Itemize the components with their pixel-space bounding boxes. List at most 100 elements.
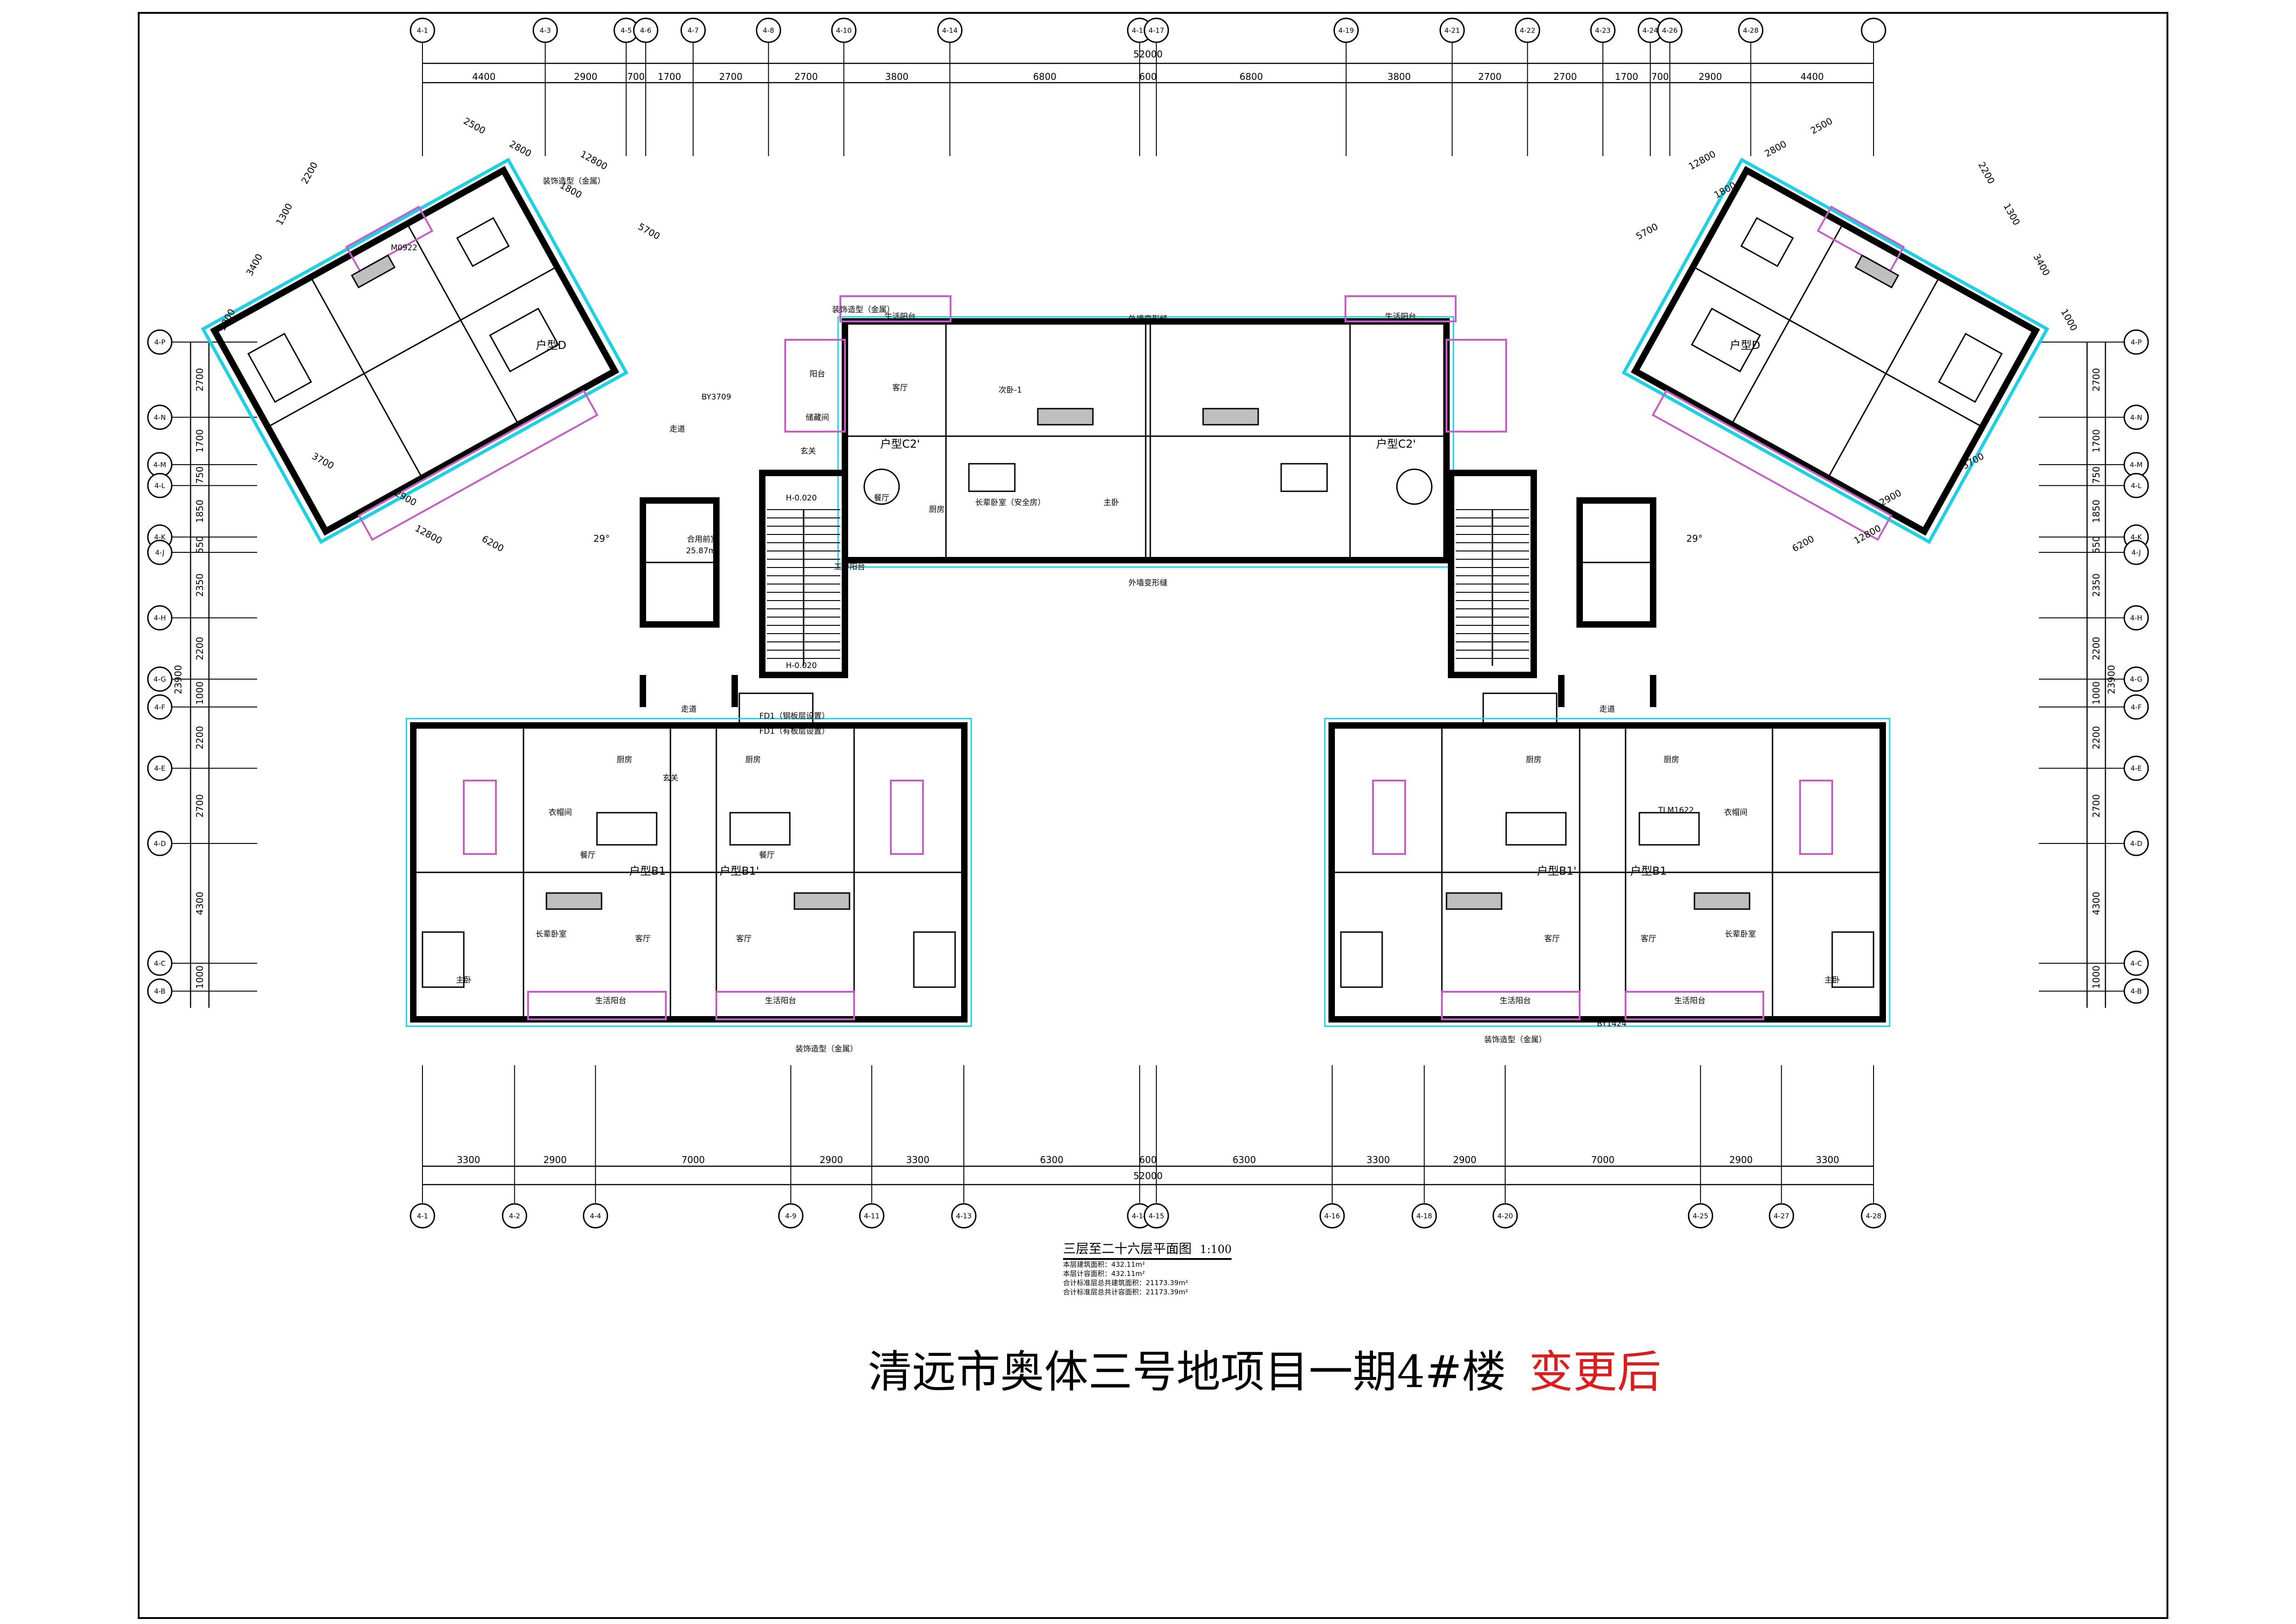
unit-label-d-right: 户型D (1730, 339, 1760, 352)
right-row-dim-label: 4300 (2091, 892, 2102, 915)
right-row-dim-label: 1850 (2091, 500, 2102, 523)
right-row-dim-label: 1000 (2091, 966, 2102, 989)
bottom-axis-bubble (778, 1203, 804, 1229)
top-dim-label: 4400 (472, 71, 495, 82)
door-tag-1: M0922 (391, 243, 417, 253)
room-closet-b1: 衣帽间 (549, 808, 572, 817)
left-row-dim-label: 2700 (194, 794, 205, 818)
room-master-b1r: 主卧 (1824, 976, 1840, 985)
bottom-dim-label: 2900 (1729, 1154, 1753, 1165)
unit-label-b1-d: 户型B1 (1630, 865, 1667, 877)
left-row-bubble-label: 4-C (154, 959, 165, 967)
top-dim-label: 3800 (1387, 71, 1411, 82)
bottom-axis-bubble-label: 4-14 (1132, 1212, 1148, 1220)
lobby-area: 25.87m² (686, 546, 719, 556)
bottom-dim-label: 2900 (820, 1154, 843, 1165)
unit-label-b1-a: 户型B1 (629, 865, 666, 877)
bottom-axis-bubble-label: 4-4 (590, 1212, 602, 1220)
bottom-axis-bubble-label: 4-11 (864, 1212, 879, 1220)
wing-dim-3400-right: 3400 (2031, 252, 2052, 278)
top-axis-bubble (633, 17, 658, 43)
top-axis-bubble (1590, 17, 1616, 43)
wing-dim-2800-left: 2800 (507, 138, 533, 159)
unit-label-b1-c: 户型B1' (1537, 865, 1576, 877)
wing-dim-12800b-right: 12800 (1852, 523, 1883, 546)
room-corridor: 走道 (670, 425, 685, 434)
fd-label-2: FD1（有板层设置） (760, 727, 830, 736)
project-caption: 清远市奥体三号地项目一期4#楼变更后 (868, 1336, 1661, 1400)
top-axis-bubble-label: 4-6 (640, 27, 652, 35)
right-row-bubble-label: 4-P (2131, 338, 2142, 347)
top-dim-label: 3800 (885, 71, 909, 82)
room-living-b1r: 客厅 (1641, 934, 1656, 944)
top-dim-label: 1700 (1615, 71, 1638, 82)
top-axis-bubble-label: 4-28 (1743, 27, 1759, 35)
left-row-bubble-label: 4-N (154, 413, 166, 421)
right-row-bubble (2123, 605, 2149, 631)
shaft-label-top: 外墙变形缝 (1129, 315, 1168, 324)
wing-dim-12800b-left: 12800 (413, 523, 444, 546)
top-axis-bubble-label: 4-22 (1519, 27, 1535, 35)
left-row-dim-label: 1700 (194, 429, 205, 453)
left-row-dim-label: 2700 (194, 368, 205, 391)
deco-label-bottom: 装饰造型（金属） (795, 1045, 858, 1054)
top-dim-label: 2900 (574, 71, 597, 82)
bottom-total-dimension: 52000 (1133, 1170, 1163, 1181)
right-row-bubble-label: 4-N (2130, 413, 2142, 421)
bottom-axis-bubble-label: 4-18 (1417, 1212, 1432, 1220)
room-balcony-b1: 生活阳台 (595, 996, 626, 1006)
right-row-bubble (2123, 405, 2149, 430)
top-axis-bubble (1657, 17, 1683, 43)
top-axis-bubble-label: 4-23 (1595, 27, 1611, 35)
wing-dim-2500-left: 2500 (461, 115, 487, 136)
top-dim-label: 6800 (1239, 71, 1263, 82)
unit-label-d-left: 户型D (536, 339, 566, 352)
left-row-bubble-label: 4-K (154, 533, 166, 541)
bottom-axis-bubble-label: 4-13 (956, 1212, 972, 1220)
top-dim-label: 2700 (794, 71, 818, 82)
change-status: 变更后 (1529, 1346, 1661, 1398)
left-row-bubble-label: 4-M (153, 461, 166, 469)
bottom-axis-bubble-label: 4-20 (1497, 1212, 1513, 1220)
room-kitchen-b1r: 厨房 (1526, 755, 1542, 764)
plan-labels: 户型D 户型C2' 户型C2' 户型D 户型B1 户型B1' 户型B1' 户型B… (216, 115, 2080, 1054)
bottom-axis-bubble (502, 1203, 528, 1229)
wing-right (1621, 157, 2049, 544)
bottom-axis-bubble-label: 4-27 (1773, 1212, 1789, 1220)
wing-dim-5700-right: 5700 (1634, 221, 1660, 242)
top-axis-bubble (937, 17, 963, 43)
room-kitchen-b1b: 厨房 (745, 755, 761, 764)
wing-left (201, 157, 629, 544)
wing-dim-5700-left: 5700 (636, 221, 662, 242)
room-dining-b1: 餐厅 (580, 851, 596, 860)
left-row-bubble (147, 605, 173, 631)
wing-dim-1000-right: 1000 (2059, 307, 2080, 333)
right-row-bubble-label: 4-J (2132, 549, 2141, 557)
wing-dim-12800-left: 12800 (579, 148, 609, 172)
right-row-dim-label: 1700 (2091, 429, 2102, 453)
door-tag-2: BY3709 (702, 393, 731, 402)
room-lobby: 合用前室 (687, 535, 718, 544)
top-axis-bubble (1439, 17, 1465, 43)
right-row-dim-label: 750 (2091, 466, 2102, 484)
project-name: 清远市奥体三号地项目一期4#楼 (868, 1346, 1506, 1398)
left-row-bubble (147, 329, 173, 355)
bottom-axis-bubble (1492, 1203, 1518, 1229)
room-corridor-b: 走道 (681, 705, 697, 714)
room-dining-b1b: 餐厅 (759, 851, 775, 860)
top-axis-bubble (532, 17, 558, 43)
top-dim-label: 600 (1139, 71, 1157, 82)
top-dim-label: 2700 (1478, 71, 1502, 82)
deco-label-left-wing: 装饰造型（金属） (543, 177, 605, 186)
top-axis-bubble-label: 4-19 (1338, 27, 1354, 35)
left-row-bubble (147, 666, 173, 692)
top-axis-bubble (1861, 17, 1886, 43)
room-kitchen-b1: 厨房 (617, 755, 632, 764)
deco-label-bottom-right: 装饰造型（金属） (1484, 1035, 1547, 1045)
room-corridor-br: 走道 (1599, 705, 1615, 714)
bottom-axis-bubble-label: 4-28 (1866, 1212, 1881, 1220)
left-row-bubble (147, 978, 173, 1004)
left-total-dimension: 23900 (173, 665, 184, 694)
plan-title-text: 三层至二十六层平面图 (1063, 1241, 1192, 1256)
bottom-dim-label: 2900 (543, 1154, 567, 1165)
